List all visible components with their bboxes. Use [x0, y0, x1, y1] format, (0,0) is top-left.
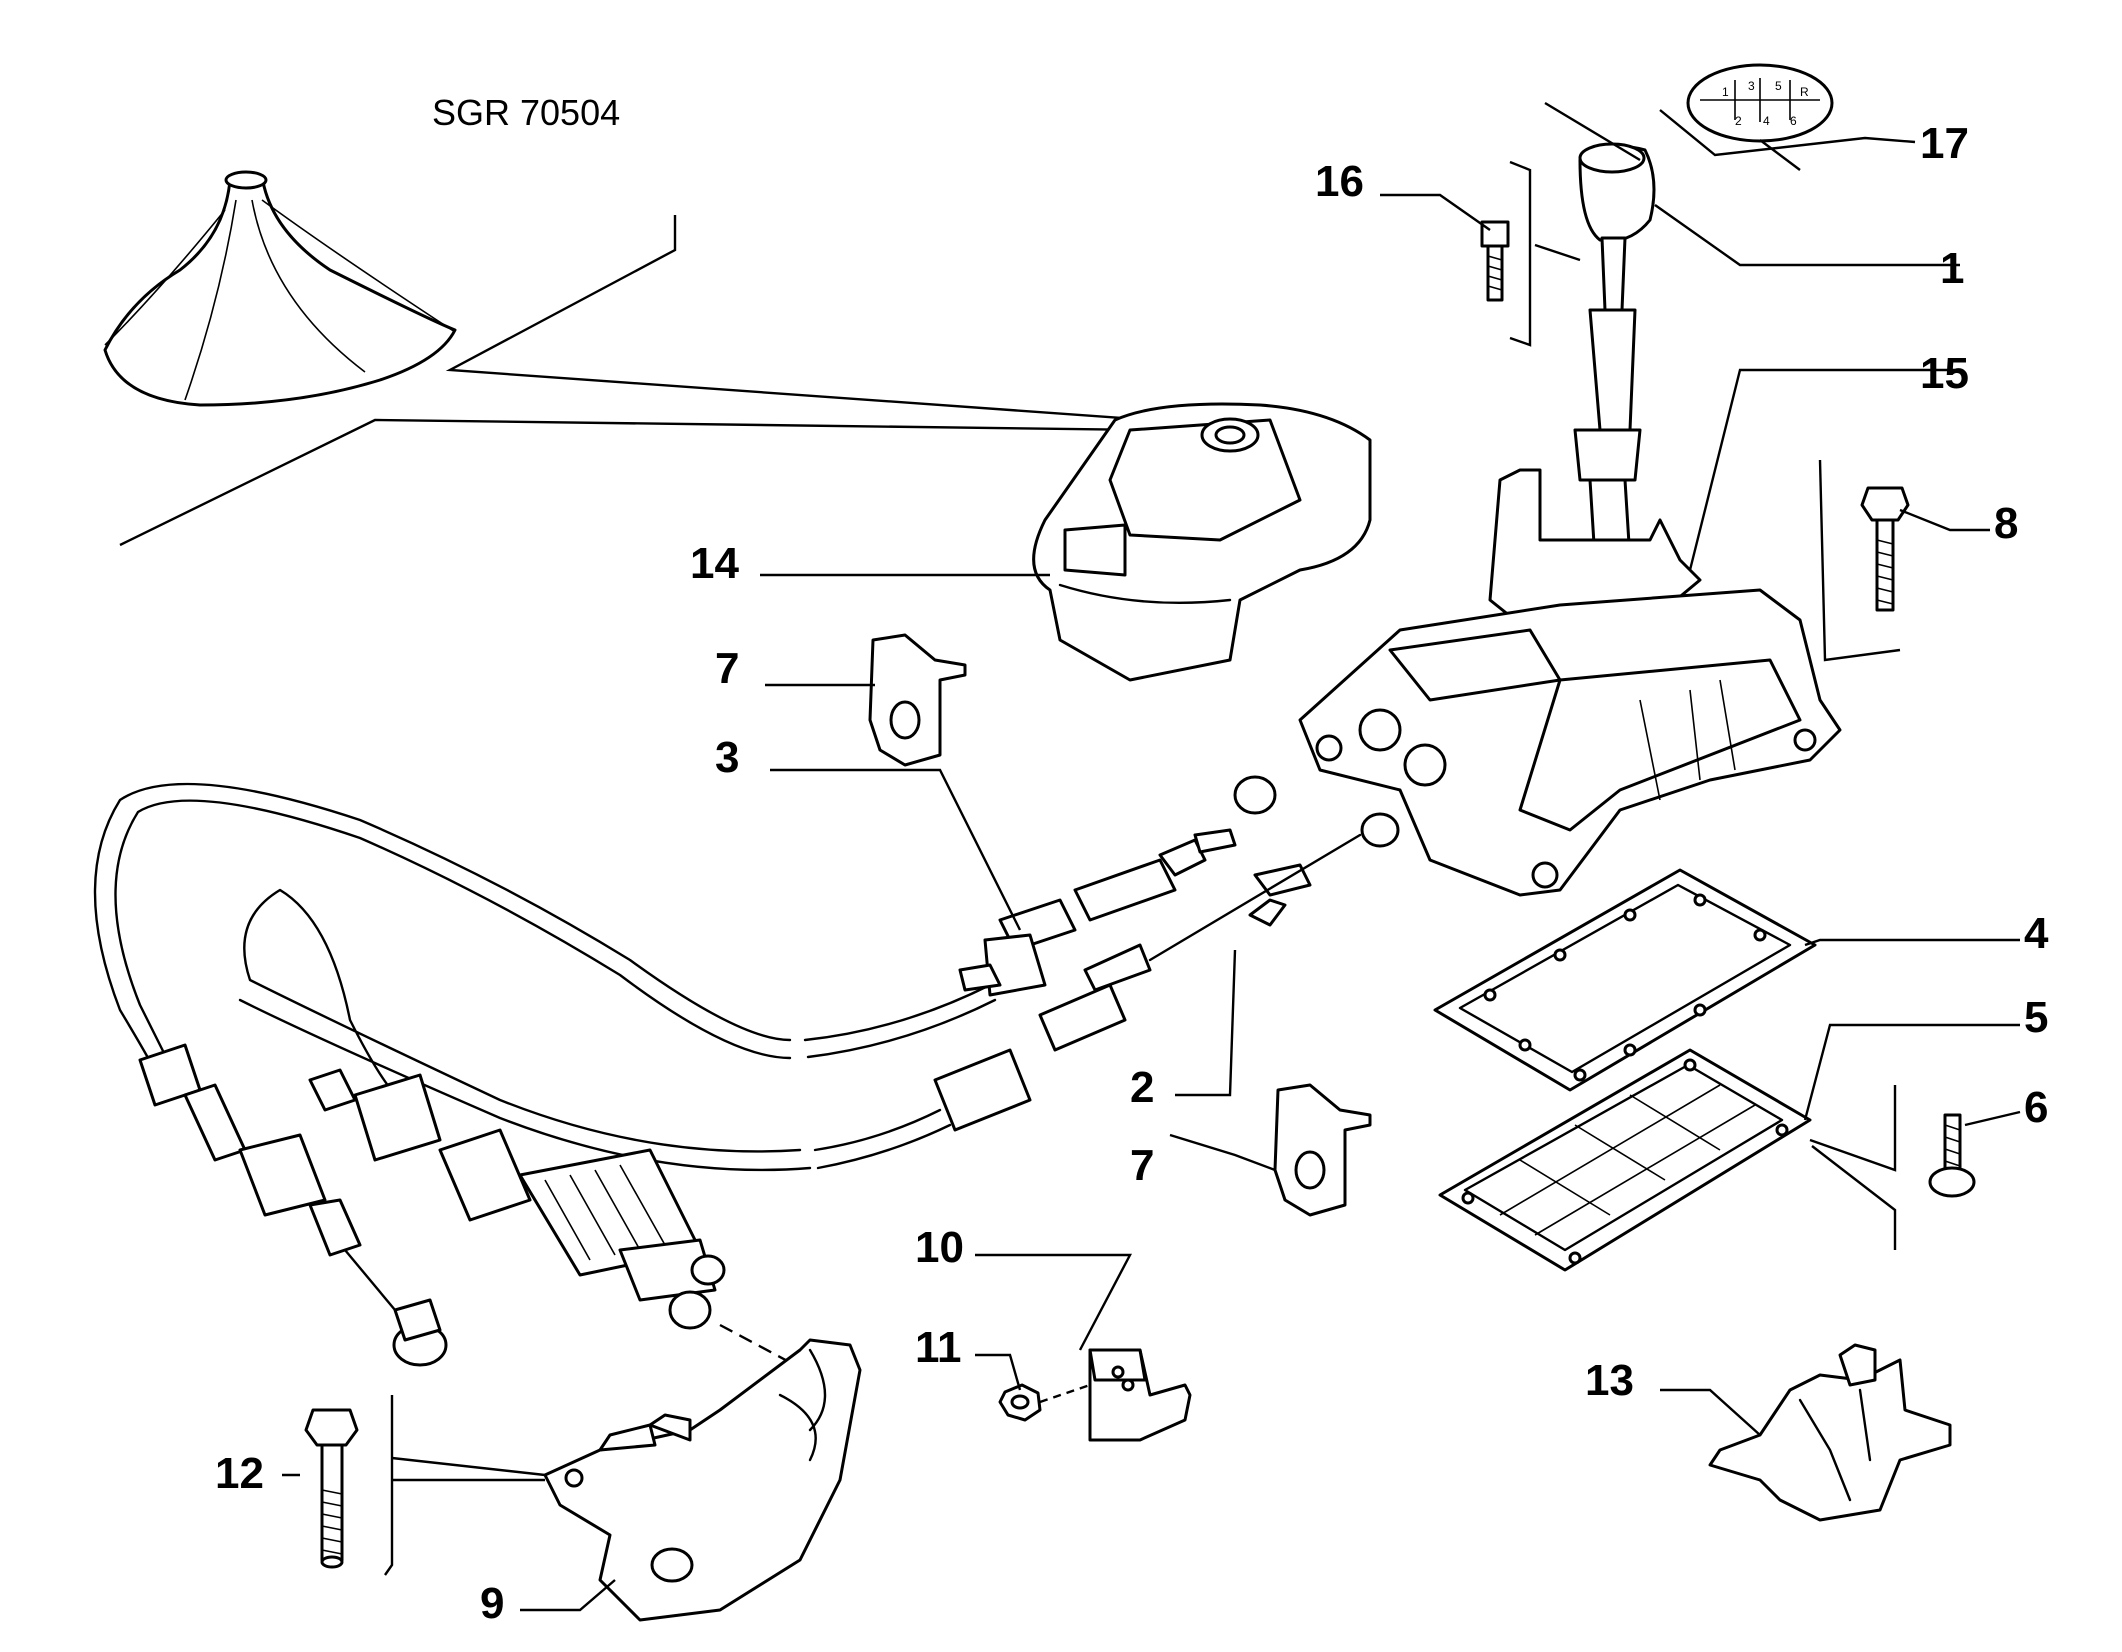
- cable-end-left: [138, 1043, 448, 1367]
- cable-clip-lower: [1273, 1083, 1372, 1217]
- boot-leader: [119, 215, 1151, 547]
- bracket-plate: [1088, 1348, 1192, 1442]
- callout-12: 12: [215, 1449, 264, 1498]
- pattern-2: 2: [1735, 114, 1742, 128]
- lever-bracket: [543, 1338, 862, 1622]
- pattern-3: 3: [1748, 79, 1755, 93]
- shift-pattern-label: 1 3 5 R 2 4 6: [1686, 63, 1834, 143]
- callout-11: 11: [915, 1323, 962, 1372]
- callout-16: 16: [1315, 157, 1364, 206]
- callout-5: 5: [2024, 993, 2048, 1042]
- callout-9: 9: [480, 1579, 504, 1628]
- callout-6: 6: [2024, 1083, 2048, 1132]
- callout-15: 15: [1920, 349, 1969, 398]
- pattern-r: R: [1800, 85, 1809, 99]
- callout-10: 10: [915, 1223, 964, 1272]
- callout-17: 17: [1920, 119, 1969, 168]
- bolt-12: [304, 1408, 359, 1569]
- callout-14: 14: [690, 539, 739, 588]
- screw-6-bracket: [1809, 1085, 1897, 1172]
- nut: [998, 1383, 1091, 1422]
- callout-7-upper: 7: [715, 644, 739, 693]
- pattern-5: 5: [1775, 79, 1782, 93]
- gasket: [1433, 868, 1817, 1092]
- screw-6-bracket-lower: [1811, 1145, 1897, 1250]
- selector-cable: [93, 775, 1277, 1082]
- callout-2: 2: [1130, 1063, 1154, 1112]
- gear-lever-housing: [1298, 236, 1842, 897]
- bolt-12-bracket: [384, 1395, 394, 1576]
- pattern-4: 4: [1763, 114, 1770, 128]
- callout-13: 13: [1585, 1356, 1634, 1405]
- bolt-8-bracket: [1818, 459, 1901, 662]
- callout-4: 4: [2024, 909, 2049, 958]
- callout-8: 8: [1994, 499, 2018, 548]
- gear-knob: [1578, 142, 1656, 243]
- bolt-16-bracket: [1509, 160, 1532, 347]
- pattern-6: 6: [1790, 114, 1797, 128]
- small-bolt: [1480, 220, 1510, 302]
- callout-7-lower: 7: [1130, 1141, 1154, 1190]
- pattern-1: 1: [1722, 85, 1729, 99]
- console-cover: [1032, 402, 1372, 682]
- long-bolt: [1860, 486, 1910, 612]
- callout-numbers: 17 16 1 15 8 14 7 3 4 5 6 2 7 10 11 13 1…: [215, 119, 2049, 1628]
- drawing-code: SGR 70504: [432, 92, 621, 133]
- cable-end-right: [308, 1068, 726, 1330]
- leader-lines: [282, 101, 2021, 1612]
- support-bracket: [1708, 1343, 1952, 1522]
- engagement-cable: [238, 812, 1400, 1172]
- callout-3: 3: [715, 733, 739, 782]
- grid-plate: [1438, 1048, 1812, 1272]
- gear-lever-boot: [103, 170, 457, 407]
- cable-clip-upper: [868, 633, 967, 767]
- callout-1: 1: [1940, 244, 1964, 293]
- screw: [1928, 1113, 1976, 1198]
